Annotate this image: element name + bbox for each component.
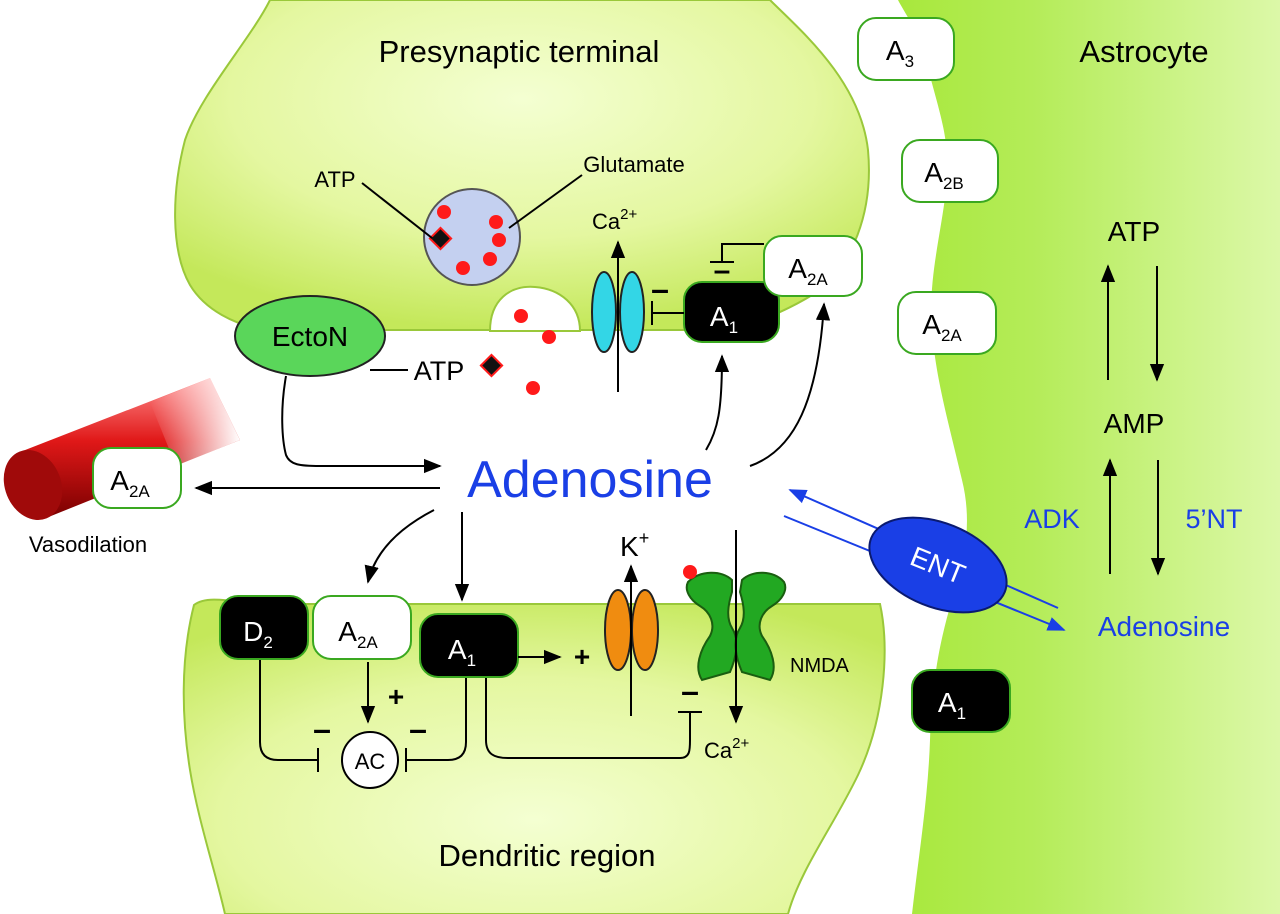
a2a-inhibit-sign: – bbox=[714, 254, 731, 287]
nmda-receptor-right bbox=[734, 571, 787, 682]
adenylyl-cyclase bbox=[341, 731, 399, 789]
a2a-astrocyte-receptor bbox=[897, 291, 997, 355]
dendritic-label: Dendritic region bbox=[438, 838, 655, 873]
adenosine-central-label: Adenosine bbox=[467, 451, 713, 509]
astrocyte-label: Astrocyte bbox=[1079, 34, 1208, 69]
d2-inhibits-ac-line bbox=[259, 660, 319, 772]
a1-astrocyte-receptor bbox=[911, 669, 1011, 733]
a1-inhibits-ca-line bbox=[651, 301, 684, 325]
ac-label: AC bbox=[355, 749, 386, 774]
ca-bottom-label: Ca2+ bbox=[704, 735, 749, 763]
ectonucleotidase bbox=[234, 295, 386, 377]
astrocyte-region bbox=[898, 0, 1280, 914]
glutamate-pointer-line bbox=[508, 174, 583, 229]
a2a-postsynaptic-receptor bbox=[312, 595, 412, 660]
a2a-vessel-label: A2A bbox=[110, 465, 150, 501]
atp-vesicle-label: ATP bbox=[314, 167, 355, 192]
glutamate-dot bbox=[489, 215, 503, 229]
ac-minus-left: – bbox=[313, 711, 331, 747]
a1-inhibit-sign: – bbox=[651, 271, 669, 307]
released-glutamate-dot bbox=[514, 309, 528, 323]
adenosine-to-a2a-pre-arrow bbox=[749, 302, 831, 467]
adenosine-to-a1-pre-arrow bbox=[705, 354, 730, 451]
a2a-presynaptic-receptor bbox=[763, 235, 863, 297]
released-atp-diamond bbox=[479, 353, 504, 378]
d2-receptor bbox=[219, 595, 309, 660]
a1-astrocyte-label: A1 bbox=[938, 687, 966, 723]
adenosine-astro-label: Adenosine bbox=[1098, 611, 1230, 642]
ent-transporter bbox=[868, 516, 1008, 614]
ca-channel-left bbox=[591, 271, 617, 353]
ectoN-label: EctoN bbox=[272, 321, 348, 352]
a2b-astrocyte-receptor bbox=[901, 139, 999, 203]
ac-minus-right: – bbox=[409, 711, 427, 747]
k-channel-right bbox=[631, 589, 659, 671]
atp-diamond bbox=[428, 226, 453, 251]
a2a-inhibits-a1-line bbox=[710, 243, 764, 263]
nmda-receptor-left bbox=[685, 571, 738, 682]
a2a-vessel-receptor bbox=[92, 447, 182, 509]
nmda-label: NMDA bbox=[790, 655, 850, 677]
released-glutamate-dot bbox=[542, 330, 556, 344]
glutamate-dot bbox=[437, 205, 451, 219]
ca-channel-right bbox=[619, 271, 645, 353]
d2-label: D2 bbox=[243, 616, 273, 652]
glutamate-label: Glutamate bbox=[583, 152, 685, 177]
a1-postsynaptic-label: A1 bbox=[448, 634, 476, 670]
glutamate-dot bbox=[456, 261, 470, 275]
a2a-postsynaptic-label: A2A bbox=[338, 616, 378, 652]
a3-astrocyte-receptor bbox=[857, 17, 955, 81]
release-pocket bbox=[488, 285, 582, 332]
ac-plus-sign: + bbox=[388, 681, 404, 712]
glutamate-dot bbox=[483, 252, 497, 266]
presynaptic-label: Presynaptic terminal bbox=[379, 34, 660, 69]
a3-astrocyte-label: A3 bbox=[886, 35, 914, 71]
ectoN-to-adenosine-arrow bbox=[281, 375, 442, 474]
adenosine-to-a2a-post-arrow bbox=[364, 509, 435, 584]
nt5-label: 5’NT bbox=[1185, 504, 1242, 534]
blood-vessel-end bbox=[3, 450, 63, 520]
atp-released-label: ATP bbox=[414, 356, 465, 386]
a1-inhibits-ac-line bbox=[405, 678, 467, 772]
k-plus-sign: + bbox=[574, 641, 590, 672]
k-channel-left bbox=[604, 589, 632, 671]
atp-pointer-line bbox=[361, 182, 433, 239]
glutamate-bound-dot bbox=[683, 565, 697, 579]
a1-postsynaptic-receptor bbox=[419, 613, 519, 678]
vasodilation-label: Vasodilation bbox=[29, 532, 147, 557]
a1-presynaptic-label: A1 bbox=[710, 301, 738, 337]
amp-astro-label: AMP bbox=[1104, 408, 1165, 439]
glutamate-dot bbox=[492, 233, 506, 247]
a1-inhibits-nmda-line bbox=[485, 678, 702, 759]
blood-vessel-fade bbox=[150, 378, 240, 466]
a2b-astrocyte-label: A2B bbox=[924, 157, 963, 193]
k-label: K+ bbox=[620, 528, 649, 562]
nmda-minus-sign: – bbox=[681, 673, 699, 709]
atp-astro-label: ATP bbox=[1108, 216, 1160, 247]
ca-top-label: Ca2+ bbox=[592, 206, 637, 234]
a2a-astrocyte-label: A2A bbox=[922, 309, 962, 345]
a2a-presynaptic-label: A2A bbox=[788, 253, 828, 289]
adk-label: ADK bbox=[1024, 504, 1080, 534]
released-glutamate-dot bbox=[526, 381, 540, 395]
